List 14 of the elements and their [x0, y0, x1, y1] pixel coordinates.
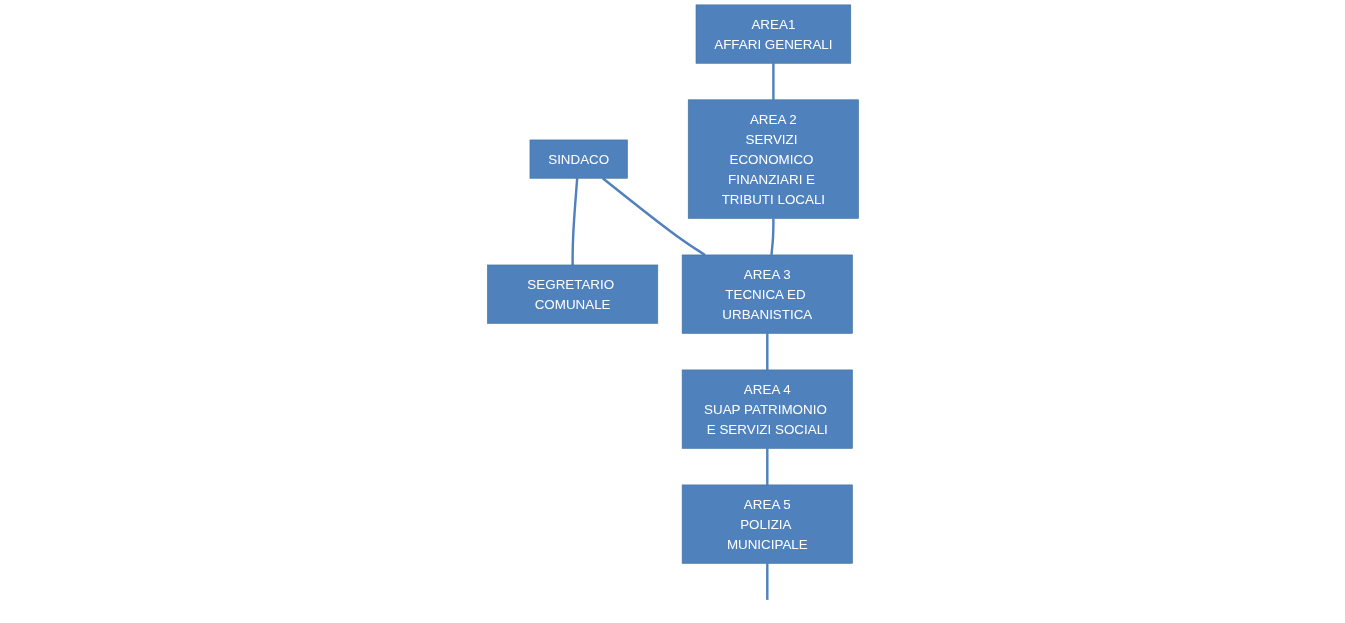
node-box: AREA 2 SERVIZI ECONOMICO FINANZIARI E TRIBUTI LOCALI [687, 99, 859, 219]
connector [601, 177, 706, 256]
connector [765, 448, 768, 485]
connector [765, 563, 768, 600]
connector [570, 178, 578, 265]
node-box: AREA 5 POLIZIA MUNICIPALE [681, 484, 853, 564]
node-box: SEGRETARIO COMUNALE [486, 264, 658, 324]
node-box: AREA 4 SUAP PATRIMONIO E SERVIZI SOCIALI [681, 369, 853, 449]
connector [769, 218, 775, 256]
node-box: AREA 3 TECNICA ED URBANISTICA [681, 254, 853, 334]
node-box: SINDACO [529, 139, 628, 179]
connector [765, 333, 768, 370]
connector [771, 63, 775, 100]
node-box: AREA1 AFFARI GENERALI [695, 4, 851, 64]
